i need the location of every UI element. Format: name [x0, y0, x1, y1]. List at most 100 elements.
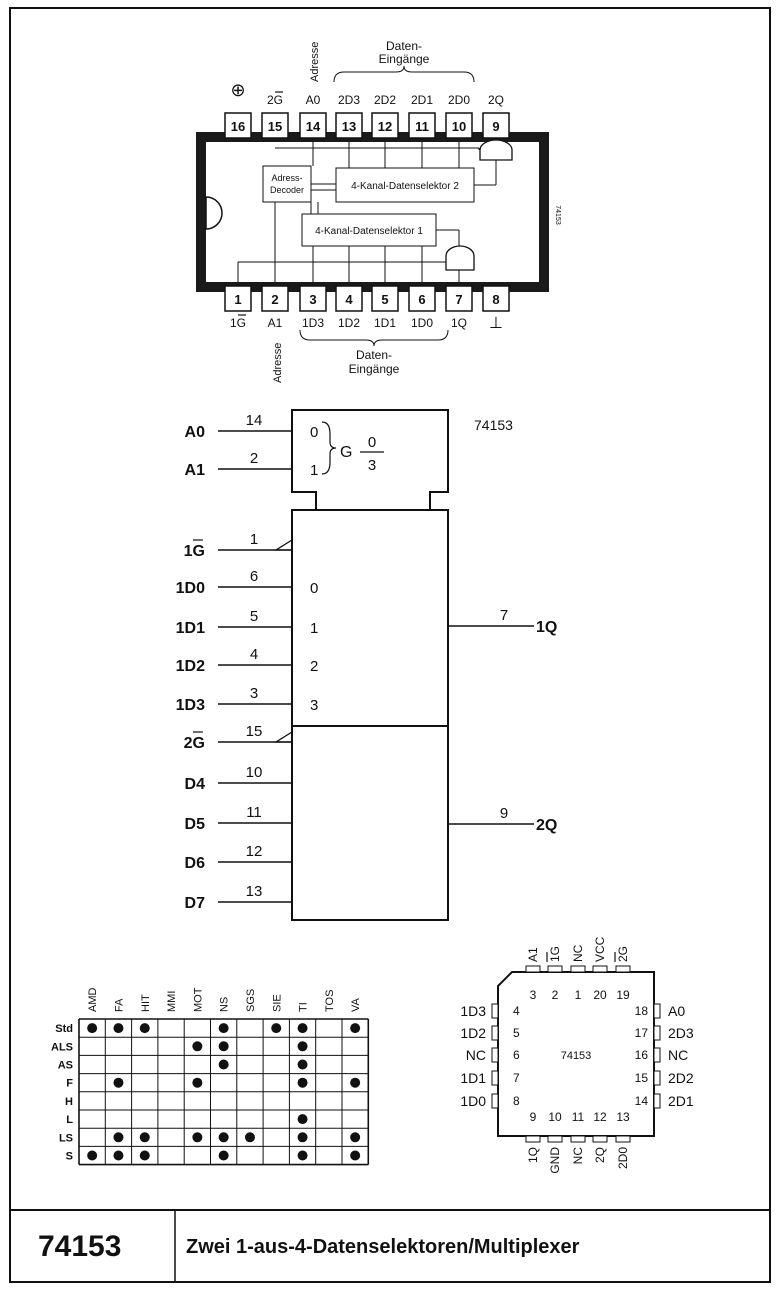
input-pin-number: 3 [250, 685, 258, 702]
plcc-pin-number: 18 [635, 1004, 649, 1018]
daten-bottom-line1: Daten- [356, 348, 392, 362]
dip-pin-bottom-8 [482, 285, 510, 312]
table-dot [113, 1132, 124, 1143]
plcc-pin-label: NC [571, 1147, 585, 1165]
plcc-pin-bottom [547, 1135, 563, 1143]
daten-top-line2: Eingänge [379, 52, 430, 66]
table-dot [218, 1041, 229, 1052]
table-dot [297, 1059, 308, 1070]
table-dot [297, 1077, 308, 1088]
plcc-pin-label: 2D2 [668, 1070, 694, 1086]
input-name: 2G [184, 735, 205, 752]
dip-pin-label-top: 2D2 [374, 93, 396, 107]
plcc-pin-right [653, 1003, 661, 1019]
plcc-pin-number: 3 [530, 988, 537, 1002]
plcc-pin-label: 1D3 [460, 1003, 486, 1019]
dip-pin-number: 16 [231, 119, 245, 134]
input-name: D4 [185, 776, 206, 793]
table-row-label: ALS [51, 1041, 73, 1053]
negation-triangle [273, 730, 293, 743]
plcc-pin-label: 1G [548, 946, 562, 962]
plcc-pin-label: NC [668, 1047, 688, 1063]
plcc-pin-number: 1 [575, 988, 582, 1002]
selector2-label: 4-Kanal-Datenselektor 2 [351, 181, 459, 192]
dip-pin-bottom-4 [335, 285, 363, 312]
input-name: 1D0 [176, 580, 205, 597]
plcc-pin-bottom [592, 1135, 608, 1143]
dip-pin-number: 2 [271, 292, 278, 307]
dip-pin-number: 10 [452, 119, 466, 134]
dip-pin-label-top: ⊕ [230, 80, 245, 100]
table-dot [297, 1023, 308, 1034]
input-pin-number: 13 [246, 883, 263, 900]
plcc-pin-number: 17 [635, 1026, 649, 1040]
plcc-pin-left [491, 1093, 499, 1109]
dip-pin-label-top: 2G [267, 93, 283, 107]
table-dot [218, 1059, 229, 1070]
table-row-label: LS [59, 1132, 73, 1144]
plcc-pin-label: VCC [593, 936, 607, 962]
dip-pin-number: 9 [492, 119, 499, 134]
input-pin-number: 5 [250, 608, 258, 625]
dip-pin-top-10 [445, 112, 473, 139]
dip-notch [205, 196, 223, 230]
plcc-pin-number: 14 [635, 1094, 649, 1108]
plcc-pin-top [592, 965, 608, 973]
page-frame [9, 7, 771, 1283]
plcc-pin-left [491, 1070, 499, 1086]
plcc-pin-label: 1Q [526, 1147, 540, 1163]
table-dot [87, 1023, 98, 1034]
dip-pin-label-top: A0 [306, 93, 321, 107]
plcc-pin-number: 13 [616, 1110, 630, 1124]
plcc-pin-number: 19 [616, 988, 630, 1002]
decoder-label-1: Adress- [271, 173, 302, 183]
dip-pin-label-bottom: 1D3 [302, 316, 324, 330]
table-row-label: Std [55, 1023, 73, 1035]
plcc-pin-right [653, 1025, 661, 1041]
plcc-pin-top [547, 965, 563, 973]
footer-part-number: 74153 [38, 1230, 122, 1263]
plcc-pin-label: 2Q [593, 1147, 607, 1163]
g-label: G [340, 444, 352, 461]
input-index: 3 [310, 697, 318, 714]
table-dot [113, 1023, 124, 1034]
plcc-pin-label: 2D0 [616, 1147, 630, 1169]
input-name: 1G [184, 543, 205, 560]
table-dot [139, 1150, 150, 1161]
dip-pin-number: 8 [492, 292, 499, 307]
input-index: 1 [310, 462, 318, 479]
section1-block [291, 509, 449, 727]
plcc-pin-right [653, 1047, 661, 1063]
plcc-pin-right [653, 1093, 661, 1109]
selector2-box [335, 167, 475, 203]
plcc-pin-label: NC [571, 944, 585, 962]
table-dot [297, 1150, 308, 1161]
selector1-label: 4-Kanal-Datenselektor 1 [315, 226, 423, 237]
table-dot [350, 1132, 361, 1143]
dip-pin-number: 14 [306, 119, 321, 134]
table-column-header: FA [113, 998, 125, 1012]
plcc-pin-label: NC [466, 1047, 486, 1063]
control-brace [321, 421, 337, 475]
and-gate-2 [479, 139, 513, 161]
logic-part-label: 74153 [474, 417, 513, 433]
dip-body-inner [206, 142, 539, 282]
plcc-pin-label: 2G [616, 946, 630, 962]
table-dot [139, 1132, 150, 1143]
plcc-pin-label: GND [548, 1147, 562, 1174]
plcc-pin-number: 20 [593, 988, 607, 1002]
input-pin-number: 11 [246, 804, 262, 821]
output-name: 2Q [536, 817, 557, 834]
plcc-pin-label: 2D1 [668, 1093, 694, 1109]
table-dot [297, 1132, 308, 1143]
input-name: D6 [185, 855, 206, 872]
input-pin-number: 10 [246, 764, 263, 781]
plcc-pin-bottom [615, 1135, 631, 1143]
table-dot [113, 1150, 124, 1161]
input-index: 0 [310, 580, 318, 597]
address-decoder-box [262, 165, 312, 203]
table-dot [139, 1023, 150, 1034]
plcc-pin-number: 15 [635, 1071, 649, 1085]
table-dot [271, 1023, 282, 1034]
input-pin-number: 1 [250, 531, 258, 548]
